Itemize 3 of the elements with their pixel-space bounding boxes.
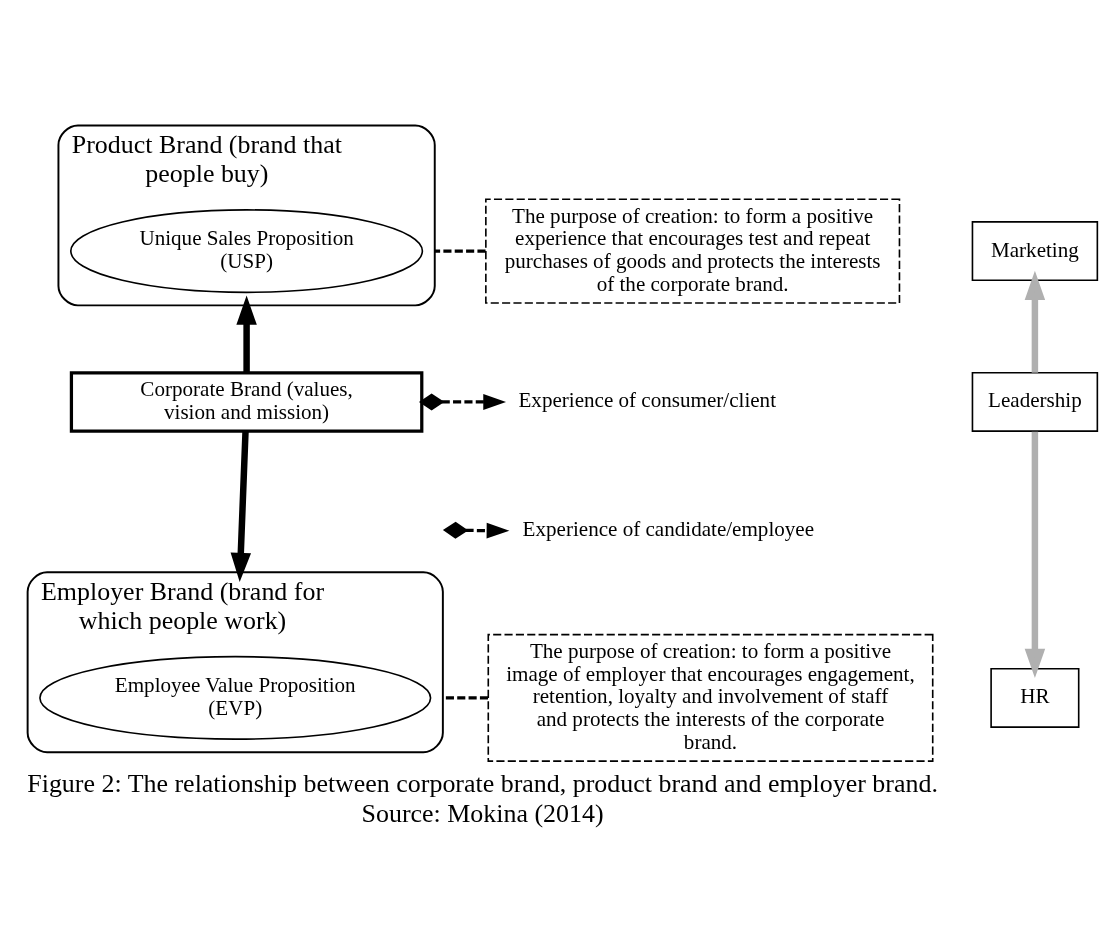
- node-text: Experience of consumer/client: [518, 388, 776, 413]
- node-text: Experience of candidate/employee: [522, 516, 815, 541]
- caption: Figure 2: The relationship between corporate brand, product brand and employer brand. Source: Mokina (2014): [27, 769, 938, 828]
